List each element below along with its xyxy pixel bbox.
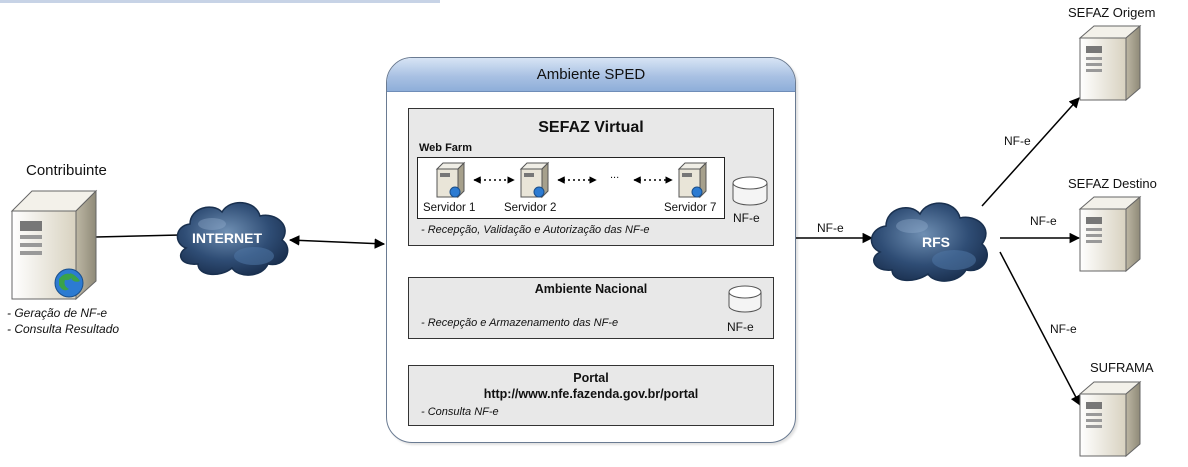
sefaz-virtual-panel: SEFAZ Virtual Web Farm — [408, 108, 774, 246]
rfs-origem-edge-label: NF-e — [1004, 134, 1031, 148]
contribuinte-server-icon — [10, 189, 98, 301]
rfs-label: RFS — [922, 234, 950, 250]
rfs-suframa-arrow — [999, 251, 1081, 406]
sefaz-origem-title: SEFAZ Origem — [1068, 5, 1156, 20]
suframa-title: SUFRAMA — [1090, 360, 1154, 375]
top-decorative-strip — [0, 0, 440, 3]
contribuinte-note-1: - Geração de NF-e — [7, 306, 108, 320]
sefaz-destino-server-icon — [1078, 195, 1142, 273]
rfs-cloud-icon — [870, 202, 988, 282]
portal-caption: - Consulta NF-e — [421, 406, 499, 418]
web-farm-box: ... Servidor 1 Servidor 2 Servidor 7 — [417, 157, 725, 219]
portal-title: Portal — [573, 371, 609, 385]
sefaz-virtual-caption: - Recepção, Validação e Autorização das … — [421, 224, 650, 236]
server-links — [473, 176, 673, 184]
server-2-label: Servidor 2 — [504, 202, 557, 214]
rfs-destino-edge-label: NF-e — [1030, 214, 1057, 228]
internet-cloud-icon — [176, 202, 289, 276]
server-2-icon — [519, 161, 550, 199]
rfs-origem-arrow — [981, 97, 1080, 207]
sefaz-virtual-database-icon — [732, 176, 768, 206]
contribuinte-note-2: - Consulta Resultado — [7, 322, 120, 336]
ambiente-nacional-caption: - Recepção e Armazenamento das NF-e — [421, 317, 619, 329]
web-farm-label: Web Farm — [419, 142, 472, 154]
contribuinte-internet-line — [95, 234, 181, 238]
server-1-icon — [435, 161, 466, 199]
ambiente-nacional-database-icon — [728, 285, 762, 313]
sped-rfs-edge-label: NF-e — [817, 221, 844, 235]
contribuinte-title: Contribuinte — [26, 162, 107, 179]
server-7-icon — [677, 161, 708, 199]
sefaz-destino-title: SEFAZ Destino — [1068, 176, 1157, 191]
internet-label: INTERNET — [192, 230, 262, 246]
ambiente-nacional-title: Ambiente Nacional — [534, 282, 648, 296]
portal-url: http://www.nfe.fazenda.gov.br/portal — [483, 387, 699, 401]
server-7-label: Servidor 7 — [664, 202, 717, 214]
portal-panel: Portal http://www.nfe.fazenda.gov.br/por… — [408, 365, 774, 426]
internet-sped-arrow — [288, 235, 386, 249]
rfs-suframa-edge-label: NF-e — [1050, 322, 1077, 336]
sefaz-virtual-title: SEFAZ Virtual — [538, 119, 644, 136]
ambiente-sped-title: Ambiente SPED — [387, 58, 795, 92]
server-ellipsis: ... — [610, 169, 620, 181]
sefaz-origem-server-icon — [1078, 24, 1142, 102]
suframa-server-icon — [1078, 380, 1142, 458]
ambiente-sped-container: Ambiente SPED SEFAZ Virtual Web Farm — [386, 57, 796, 443]
sefaz-virtual-db-label: NF-e — [733, 211, 760, 225]
ambiente-nacional-panel: Ambiente Nacional - Recepção e Armazenam… — [408, 277, 774, 339]
server-1-label: Servidor 1 — [423, 202, 476, 214]
ambiente-nacional-db-label: NF-e — [727, 320, 754, 334]
